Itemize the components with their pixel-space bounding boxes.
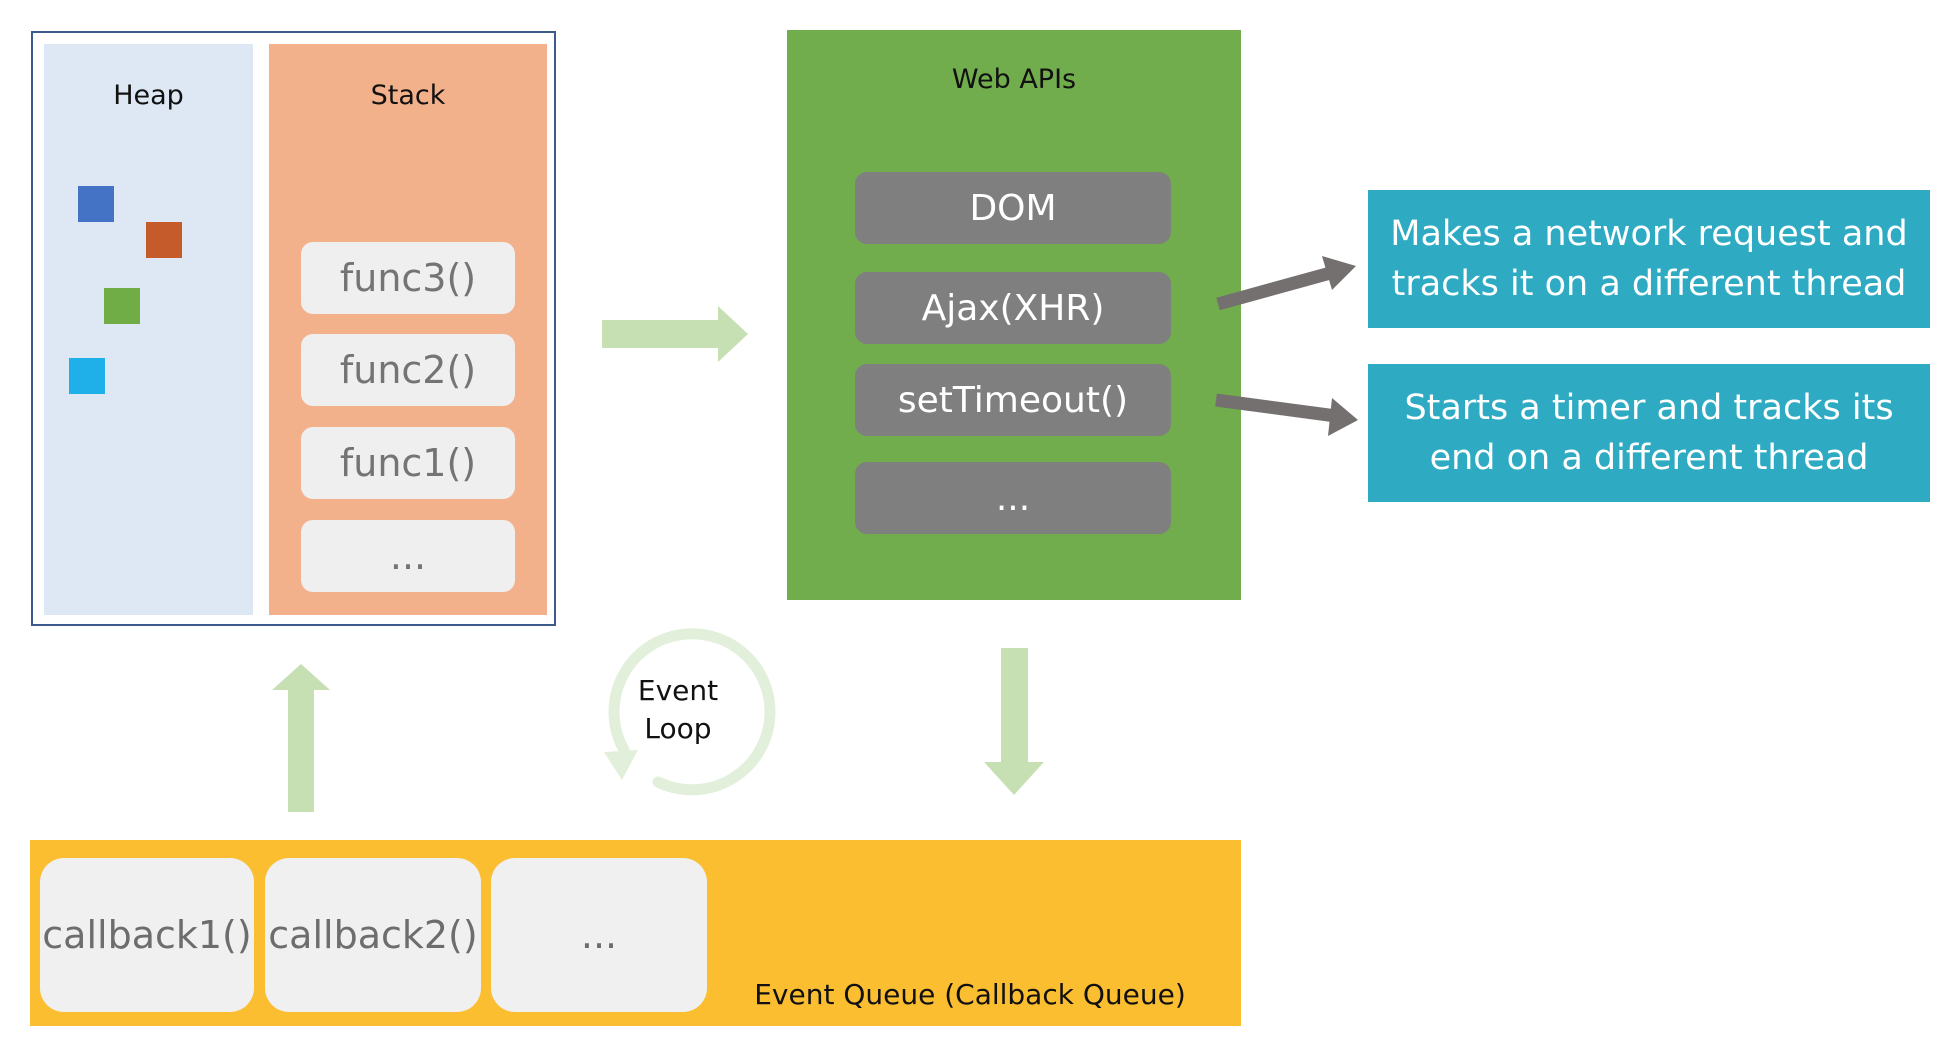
- flow-arrow-down: [984, 648, 1044, 795]
- stack-frame: ...: [301, 520, 515, 592]
- event-queue-title: Event Queue (Callback Queue): [754, 978, 1186, 1011]
- event-loop-arrowhead: [604, 750, 638, 780]
- event-loop-label-line2: Loop: [644, 712, 712, 745]
- stack-frame: func1(): [301, 427, 515, 499]
- event-loop-label-line1: Event: [637, 674, 719, 707]
- web-api-item: Ajax(XHR): [855, 272, 1171, 344]
- heap-object-1: [78, 186, 114, 222]
- event-loop-label: Event Loop: [618, 672, 738, 748]
- callback-item: ...: [491, 858, 707, 1012]
- web-apis-title: Web APIs: [951, 64, 1077, 95]
- flow-arrow-right: [602, 306, 748, 362]
- stack-frame: func3(): [301, 242, 515, 314]
- heap-panel: Heap: [44, 44, 253, 615]
- stack-title: Stack: [370, 80, 446, 111]
- network-callout-arrow: [1216, 265, 1336, 311]
- heap-title: Heap: [113, 80, 184, 111]
- stack-frame: func2(): [301, 334, 515, 406]
- heap-object-2: [146, 222, 182, 258]
- callback-item: callback1(): [40, 858, 254, 1012]
- timer-callout: Starts a timer and tracks its end on a d…: [1368, 364, 1930, 502]
- web-api-item: DOM: [855, 172, 1171, 244]
- network-request-callout: Makes a network request and tracks it on…: [1368, 190, 1930, 328]
- callback-item: callback2(): [265, 858, 481, 1012]
- heap-object-4: [69, 358, 105, 394]
- event-loop-ring: [608, 628, 776, 796]
- heap-object-3: [104, 288, 140, 324]
- network-callout-arrowhead: [1322, 256, 1356, 290]
- timer-callout-arrow: [1215, 393, 1337, 423]
- flow-arrow-up: [272, 664, 330, 812]
- stack-panel: Stack: [269, 44, 547, 615]
- web-api-item: setTimeout(): [855, 364, 1171, 436]
- web-api-item: ...: [855, 462, 1171, 534]
- timer-callout-arrowhead: [1328, 398, 1358, 436]
